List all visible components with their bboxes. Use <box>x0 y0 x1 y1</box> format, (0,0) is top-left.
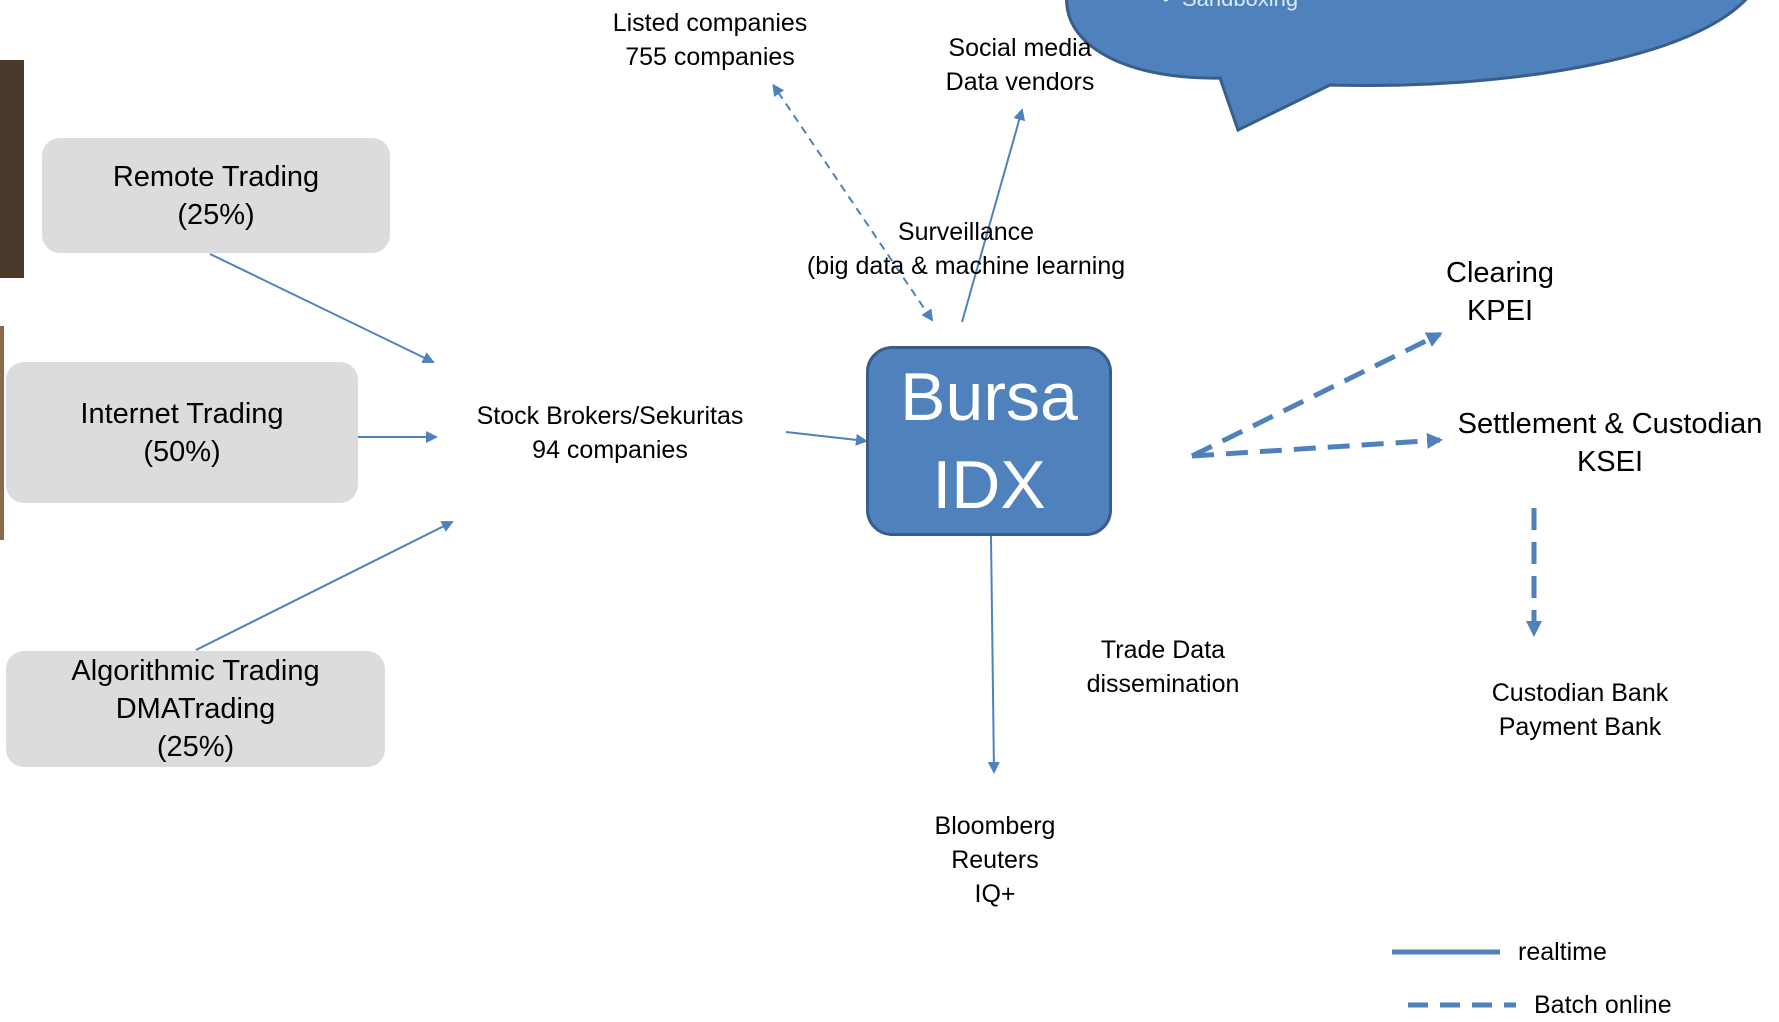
clearing-label: Clearing KPEI <box>1446 257 1554 327</box>
custodian-bank-label: Custodian Bank Payment Bank <box>1491 679 1669 741</box>
surveillance-label: Surveillance (big data & machine learnin… <box>806 218 1126 280</box>
listed-companies-label: Listed companies 755 companies <box>612 9 808 71</box>
arrow-bursa-to-social <box>961 108 1026 323</box>
idx-label: IDX <box>932 447 1046 523</box>
photo-fragment-middle <box>0 326 4 540</box>
social-media-label: Social media Data vendors <box>945 34 1095 96</box>
brokers-label: Stock Brokers/Sekuritas 94 companies <box>476 402 744 464</box>
bursa-label: Bursa <box>900 359 1078 435</box>
speech-bubble-callout <box>1065 0 1748 133</box>
legend-realtime-label: realtime <box>1518 938 1607 966</box>
data-vendors-label: Bloomberg Reuters IQ+ <box>934 812 1056 908</box>
arrow-bursa-to-vendors <box>987 535 1000 774</box>
internet-trading-box: Internet Trading (50%) <box>6 362 358 503</box>
settlement-label: Settlement & Custodian KSEI <box>1457 408 1763 478</box>
remote-trading-box: Remote Trading (25%) <box>42 138 390 253</box>
arrow-bursa-to-clearing <box>1190 331 1443 459</box>
legend-batch-label: Batch online <box>1534 991 1672 1019</box>
arrow-brokers-to-bursa <box>785 431 868 446</box>
callout-bullet: • <box>1162 0 1170 11</box>
algorithmic-trading-box: Algorithmic Trading DMATrading (25%) <box>6 651 385 767</box>
arrow-listed-bursa <box>772 83 934 322</box>
trade-data-label: Trade Data dissemination <box>1086 636 1240 698</box>
arrow-algo-to-brokers <box>195 521 454 651</box>
photo-fragment-top <box>0 60 24 278</box>
callout-sandboxing: Sandboxing <box>1182 0 1298 11</box>
arrow-bursa-to-settlement <box>1191 432 1443 459</box>
callout-text: • Sandboxing <box>1162 0 1298 12</box>
arrow-remote-to-brokers <box>209 253 435 364</box>
bursa-idx-box: Bursa IDX <box>866 346 1112 536</box>
